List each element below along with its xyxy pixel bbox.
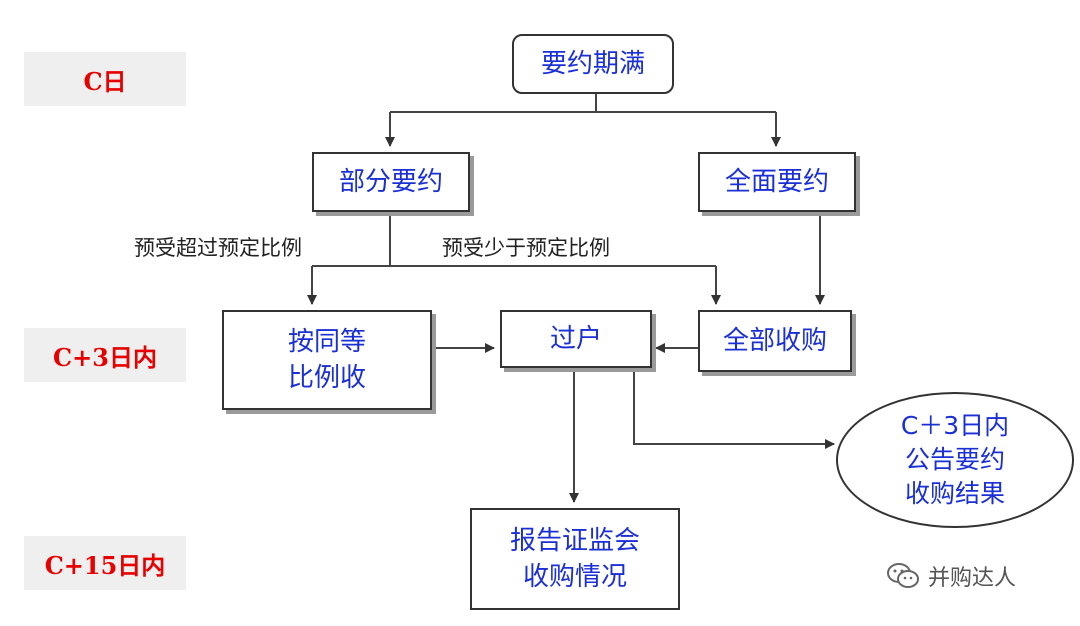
node-partial-label: 部分要约 [338,167,443,197]
node-transfer: 过户 [500,310,652,368]
node-report-line1: 报告证监会 [509,526,640,556]
stage-c-day-label: C日 [83,66,127,96]
node-full: 全面要约 [698,152,856,212]
node-acquire-all: 全部收购 [698,310,852,372]
node-partial: 部分要约 [312,152,470,212]
stage-c-day: C日 [24,52,186,106]
node-expiry: 要约期满 [512,34,674,94]
node-announce-line3: 收购结果 [904,479,1005,508]
node-announce: C＋3日内 公告要约 收购结果 [836,392,1074,528]
node-proportional-line1: 按同等 [287,327,366,357]
node-proportional-line2: 比例收 [287,363,366,393]
node-transfer-label: 过户 [549,324,602,354]
watermark-text: 并购达人 [928,566,1017,591]
node-report: 报告证监会 收购情况 [470,508,680,610]
node-announce-line2: 公告要约 [904,445,1005,474]
stage-c15: C+15日内 [24,536,186,590]
node-announce-line1: C＋3日内 [900,411,1010,440]
edge-transfer-to-announce [633,366,835,449]
node-report-line2: 收购情况 [522,562,627,592]
edge-label-over: 预受超过预定比例 [134,236,302,260]
watermark: 并购达人 [886,560,1016,592]
node-acquire-all-label: 全部收购 [722,326,827,356]
node-expiry-label: 要约期满 [540,49,645,79]
stage-c15-label: C+15日内 [44,550,166,580]
edge-label-under: 预受少于预定比例 [442,236,610,260]
stage-c3-label: C+3日内 [53,342,157,372]
node-full-label: 全面要约 [724,167,829,197]
wechat-icon [887,563,919,588]
stage-c3: C+3日内 [24,328,186,382]
node-proportional: 按同等 比例收 [222,310,432,410]
